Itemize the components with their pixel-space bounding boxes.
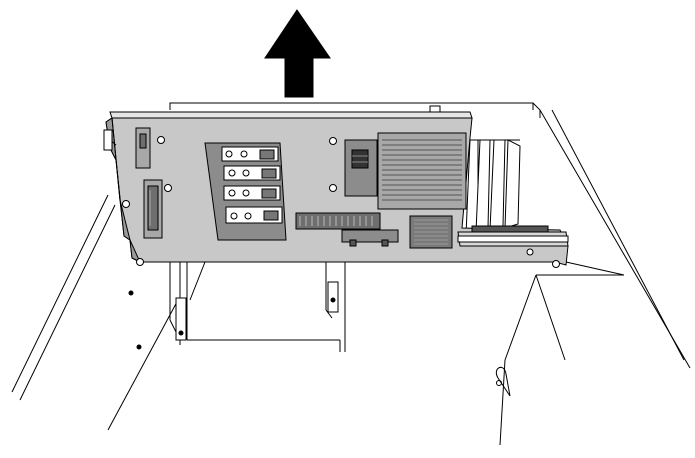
board-front-rail: [457, 225, 569, 247]
chassis-outline: [11, 102, 691, 446]
board-top-rail: [109, 105, 473, 119]
up-arrow-icon: [264, 9, 331, 98]
left-connectors: [135, 127, 163, 239]
cpu-socket: [344, 139, 378, 197]
mounting-brackets: [128, 281, 339, 350]
expansion-slot-cards: [465, 139, 521, 236]
board-screws: [122, 136, 560, 268]
ribbon-connector: [295, 212, 399, 247]
screw-icon: [225, 150, 252, 220]
heatsink: [377, 132, 467, 210]
chipset: [409, 215, 453, 249]
